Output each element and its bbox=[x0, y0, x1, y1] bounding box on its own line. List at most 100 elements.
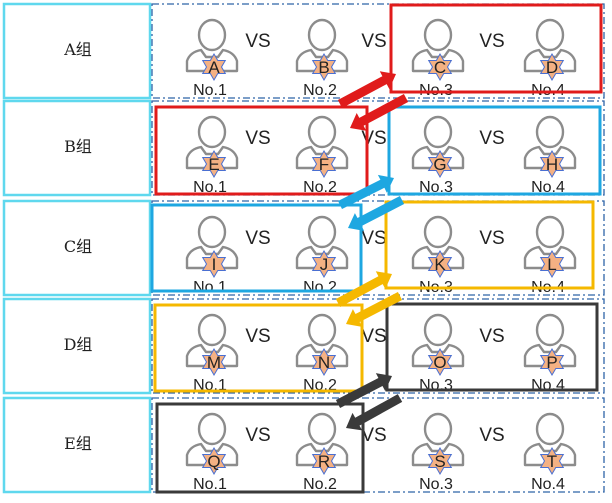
player-number: No.1 bbox=[193, 476, 227, 493]
player: NNo.2 bbox=[295, 313, 349, 394]
star-icon bbox=[427, 446, 453, 476]
person-head-icon bbox=[535, 115, 565, 149]
vs-label: VS bbox=[245, 326, 270, 347]
person-head-icon bbox=[307, 412, 337, 446]
player: CNo.3 bbox=[411, 18, 465, 99]
player-letter: A bbox=[208, 58, 220, 77]
vs-label: VS bbox=[479, 31, 504, 52]
bracket-box-red bbox=[154, 105, 369, 196]
player-letter: H bbox=[546, 155, 558, 174]
vs-label: VS bbox=[361, 31, 386, 52]
bracket-box-red bbox=[389, 3, 603, 94]
player: KNo.3 bbox=[411, 215, 465, 296]
player-letter: C bbox=[434, 58, 446, 77]
vs-label: VS bbox=[479, 425, 504, 446]
bracket-box-blue bbox=[387, 105, 602, 196]
person-head-icon bbox=[423, 313, 453, 347]
group-row-frame bbox=[151, 298, 605, 394]
vs-label: VS bbox=[245, 31, 270, 52]
person-head-icon bbox=[197, 215, 227, 249]
vs-label: VS bbox=[479, 228, 504, 249]
player-letter: F bbox=[319, 155, 329, 174]
player: B No.2 bbox=[295, 18, 349, 99]
group-label: A组 bbox=[63, 40, 92, 59]
group-row-frame bbox=[151, 100, 605, 196]
player-letter: T bbox=[547, 452, 557, 471]
person-head-icon bbox=[307, 18, 337, 52]
star-icon bbox=[539, 249, 565, 279]
player: ONo.3 bbox=[411, 313, 465, 394]
player-letter: R bbox=[318, 452, 330, 471]
vs-label: VS bbox=[361, 228, 386, 249]
player: ENo.1 bbox=[185, 115, 239, 196]
vs-label: VS bbox=[479, 128, 504, 149]
bracket-box-blue bbox=[150, 203, 363, 293]
star-icon bbox=[311, 446, 337, 476]
person-head-icon bbox=[307, 115, 337, 149]
bracket-box-yellow bbox=[153, 303, 364, 393]
person-head-icon bbox=[307, 215, 337, 249]
player-number: No.2 bbox=[303, 82, 337, 99]
transfer-arrow-icon bbox=[346, 394, 403, 431]
player: Q No.1 bbox=[185, 412, 239, 493]
player: MNo.1 bbox=[185, 313, 239, 394]
person-head-icon bbox=[535, 18, 565, 52]
star-icon bbox=[201, 446, 227, 476]
person-head-icon bbox=[423, 215, 453, 249]
transfer-arrow-icon bbox=[338, 174, 394, 209]
person-head-icon bbox=[197, 115, 227, 149]
vs-label: VS bbox=[361, 128, 386, 149]
star-icon bbox=[311, 347, 337, 377]
player: INo.1 bbox=[185, 215, 239, 296]
player-letter: N bbox=[318, 353, 330, 372]
person-head-icon bbox=[535, 215, 565, 249]
group-label-box bbox=[2, 199, 152, 297]
player-letter: D bbox=[546, 58, 558, 77]
player: H No.4 bbox=[523, 115, 577, 196]
player-number: No.2 bbox=[303, 279, 337, 296]
player: TNo.4 bbox=[523, 412, 577, 493]
player-letter: B bbox=[318, 58, 329, 77]
vs-label: VS bbox=[245, 425, 270, 446]
player-number: No.3 bbox=[419, 179, 453, 196]
player-number: No.3 bbox=[419, 476, 453, 493]
player-number: No.4 bbox=[531, 179, 565, 196]
group-label: D组 bbox=[64, 335, 93, 354]
star-icon bbox=[539, 149, 565, 179]
transfer-arrow-icon bbox=[348, 196, 405, 231]
star-icon bbox=[311, 52, 337, 82]
player: LNo.4 bbox=[523, 215, 577, 296]
group-label: E组 bbox=[64, 434, 92, 453]
player: J No.2 bbox=[295, 215, 349, 296]
person-head-icon bbox=[307, 313, 337, 347]
group-label-box bbox=[2, 297, 152, 395]
player-letter: O bbox=[433, 353, 446, 372]
transfer-arrow-icon bbox=[346, 292, 403, 327]
group-row-E组: E组 Q No.1 RNo.2 S No.3 TNo.4 VS VS VS bbox=[2, 396, 605, 494]
player-letter: S bbox=[434, 452, 445, 471]
person-head-icon bbox=[423, 18, 453, 52]
person-head-icon bbox=[197, 313, 227, 347]
player-number: No.1 bbox=[193, 279, 227, 296]
person-head-icon bbox=[535, 412, 565, 446]
player: RNo.2 bbox=[295, 412, 349, 493]
star-icon bbox=[201, 347, 227, 377]
bracket-box-yellow bbox=[384, 200, 595, 290]
bracket-box-black bbox=[155, 402, 365, 494]
person-head-icon bbox=[197, 18, 227, 52]
star-icon bbox=[427, 347, 453, 377]
player-letter: J bbox=[320, 255, 329, 274]
group-row-frame bbox=[151, 3, 605, 99]
group-label-box bbox=[2, 2, 152, 100]
vs-label: VS bbox=[361, 425, 386, 446]
group-label-box bbox=[2, 396, 152, 494]
person-head-icon bbox=[423, 115, 453, 149]
group-label-box bbox=[2, 99, 152, 197]
player: GNo.3 bbox=[411, 115, 465, 196]
player-letter: Q bbox=[207, 452, 220, 471]
